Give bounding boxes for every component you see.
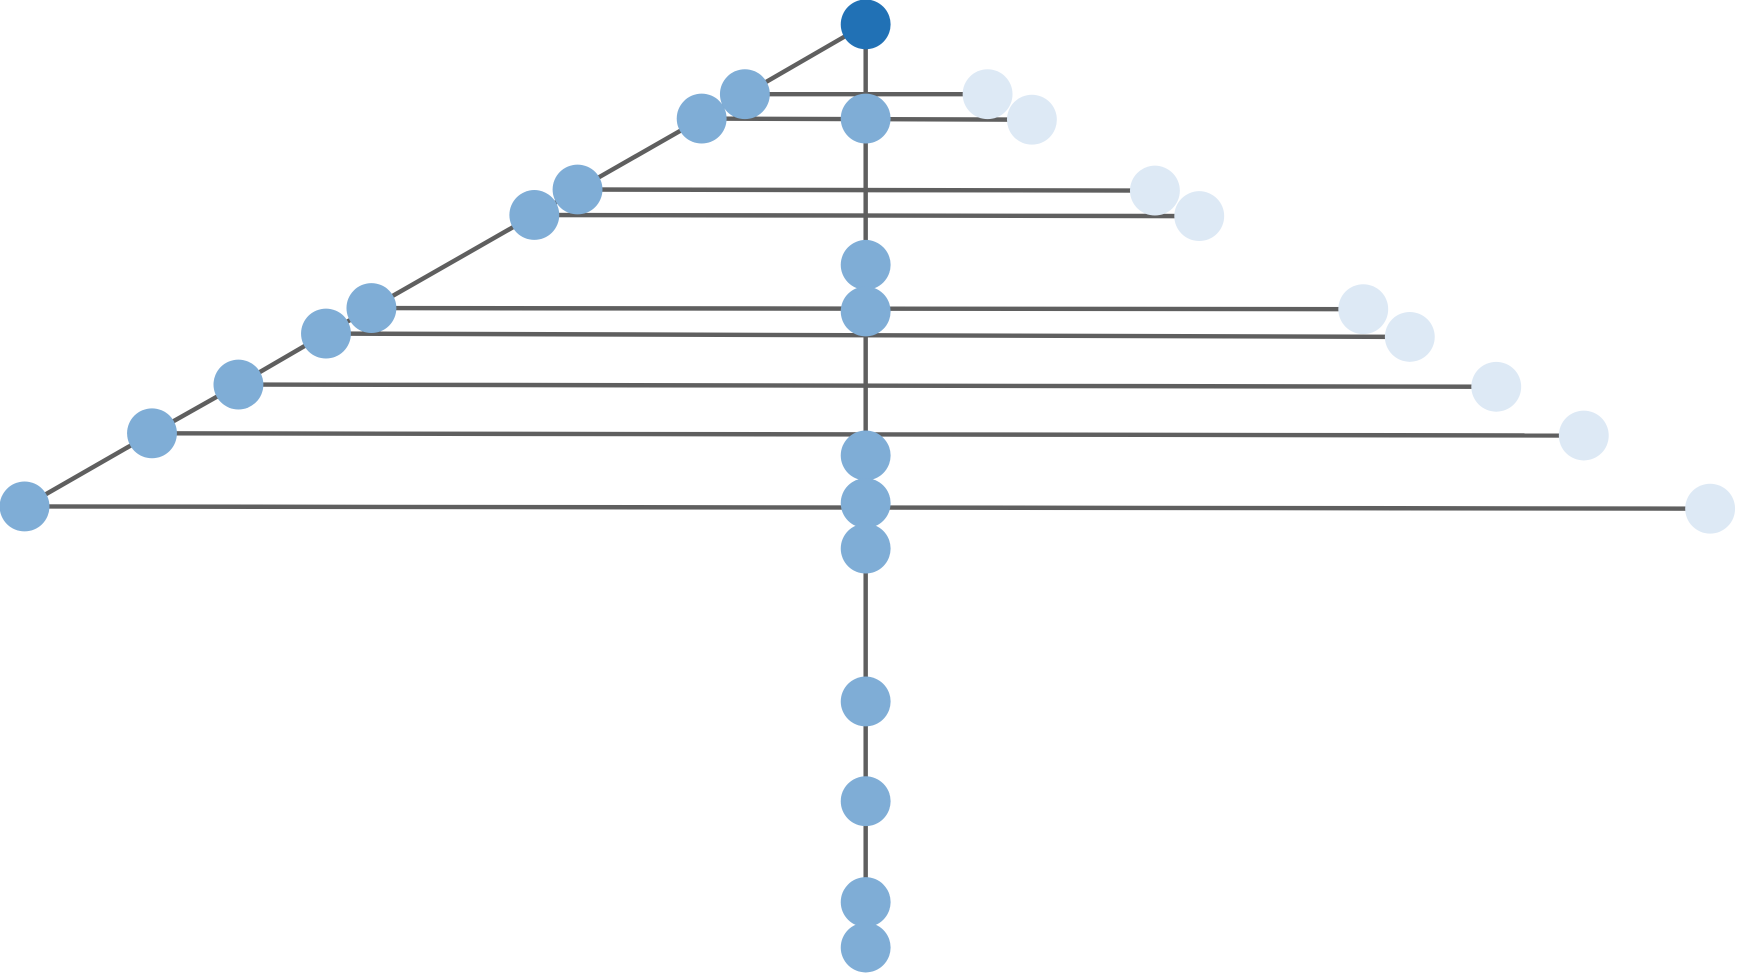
horizontal-edge — [534, 212, 1200, 219]
center-node[interactable] — [840, 523, 891, 574]
left-node[interactable] — [676, 93, 727, 144]
center-node[interactable] — [840, 922, 891, 973]
left-node[interactable] — [0, 481, 50, 532]
right-node[interactable] — [962, 69, 1013, 120]
right-node[interactable] — [1129, 165, 1180, 216]
right-node[interactable] — [1471, 361, 1522, 412]
right-node[interactable] — [1174, 191, 1225, 242]
right-node[interactable] — [1685, 483, 1736, 534]
left-node[interactable] — [213, 359, 264, 410]
right-node[interactable] — [1384, 311, 1435, 362]
right-node[interactable] — [1338, 284, 1389, 335]
center-node[interactable] — [840, 239, 891, 290]
left-node[interactable] — [719, 69, 770, 120]
horizontal-edge — [577, 187, 1155, 193]
center-node[interactable] — [840, 776, 891, 827]
horizontal-edge — [238, 382, 1497, 389]
left-node[interactable] — [301, 308, 351, 359]
right-node[interactable] — [1558, 410, 1609, 461]
center-node[interactable] — [840, 676, 891, 727]
center-node[interactable] — [840, 478, 891, 529]
right-node[interactable] — [1006, 94, 1057, 145]
left-node[interactable] — [127, 408, 177, 459]
left-node[interactable] — [552, 164, 603, 215]
diagonal-edge — [370, 213, 536, 311]
center-node[interactable] — [840, 93, 891, 144]
center-node[interactable] — [840, 430, 891, 481]
root-node[interactable] — [840, 0, 891, 50]
center-node[interactable] — [840, 286, 891, 337]
left-node[interactable] — [346, 283, 397, 334]
left-node[interactable] — [509, 190, 560, 240]
center-node[interactable] — [840, 877, 891, 928]
